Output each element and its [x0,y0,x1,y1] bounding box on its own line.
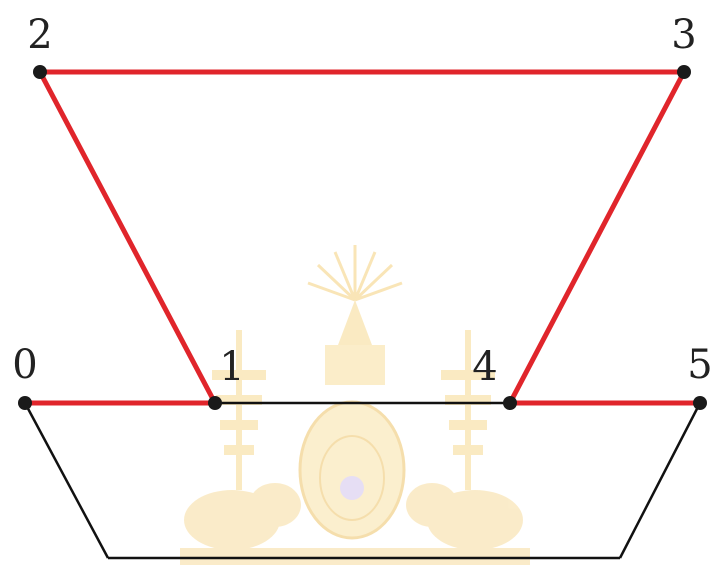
node-label-5: 5 [687,342,712,388]
node-2 [33,65,47,79]
highlighted-edge-1-2 [40,72,215,403]
emblem-left-elephant [184,483,301,550]
node-1 [208,396,222,410]
emblem-rays [308,245,402,300]
emblem-crown [338,300,372,345]
node-0 [18,396,32,410]
node-label-1: 1 [219,344,244,390]
emblem-crown-base [325,345,385,385]
node-5 [693,396,707,410]
emblem-seal-center [340,476,364,500]
emblem-seal [300,402,404,538]
node-4 [503,396,517,410]
highlighted-edge-3-4 [510,72,684,403]
outline-right-edge [620,403,700,558]
university-emblem-watermark [180,245,530,565]
node-label-2: 2 [27,12,52,58]
emblem-right-elephant [406,483,523,550]
node-label-4: 4 [472,344,497,390]
node-label-3: 3 [671,12,696,58]
node-label-0: 0 [12,342,37,388]
node-3 [677,65,691,79]
emblem-base [180,548,530,565]
outline-left-edge [25,403,108,558]
